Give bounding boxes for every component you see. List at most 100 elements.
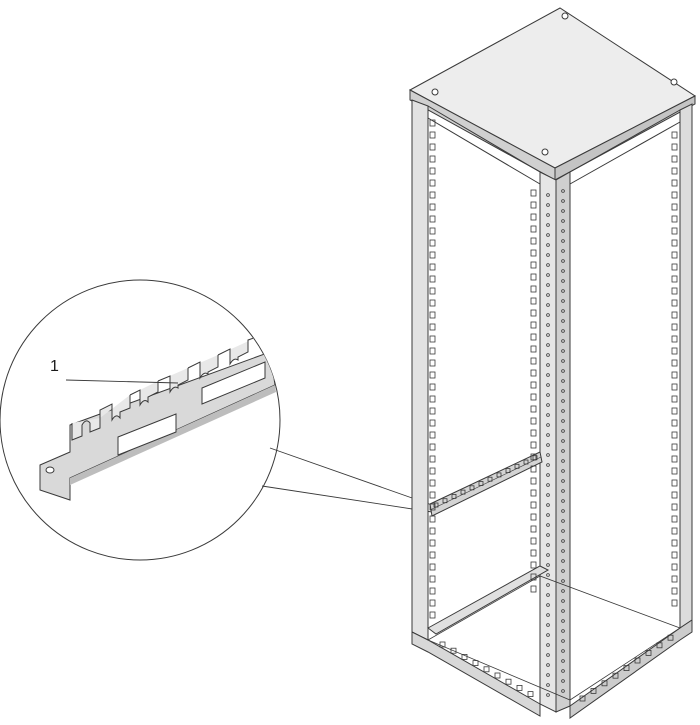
front-upright-hole [546,473,550,477]
front-upright-hole [561,619,565,623]
inner-front-slot [530,357,537,365]
inner-front-slot [530,237,537,245]
front-upright-hole [561,389,565,393]
rear-left-slot [429,323,436,331]
bottom-rail-tooth [483,666,490,673]
rear-left-slot [429,131,436,139]
inner-front-slot [530,489,537,497]
rear-right-slot [671,131,678,139]
front-upright-hole [561,429,565,433]
rear-left-slot [429,143,436,151]
rear-left-slot [429,275,436,283]
inner-front-slot [530,213,537,221]
rear-left-slot [429,479,436,487]
installed-strip-tooth [433,502,439,508]
front-upright-hole [561,459,565,463]
front-upright-hole [546,223,550,227]
inner-front-slot [530,345,537,353]
inner-front-slot [530,429,537,437]
front-upright-hole [546,623,550,627]
rear-right-slot [671,503,678,511]
front-upright-hole [546,543,550,547]
rear-left-slot [429,167,436,175]
inner-front-slot [530,513,537,521]
rear-left-slot [429,335,436,343]
front-upright-hole [546,343,550,347]
upright-hole-pattern [429,119,678,702]
rear-right-upright [679,103,693,629]
front-upright-hole [561,279,565,283]
rear-left-slot [429,359,436,367]
rear-left-slot [429,587,436,595]
front-upright-hole [546,203,550,207]
rear-right-slot [671,323,678,331]
inner-front-slot [530,381,537,389]
front-upright-hole [561,559,565,563]
front-upright-hole [546,293,550,297]
front-upright-hole [546,353,550,357]
rear-left-slot [429,563,436,571]
front-upright-hole [561,349,565,353]
front-upright-hole [546,493,550,497]
front-upright-hole [561,409,565,413]
rear-right-slot [671,467,678,475]
rear-left-slot [429,203,436,211]
front-upright-hole [546,213,550,217]
rear-left-slot [429,299,436,307]
inner-front-slot [530,225,537,233]
rear-right-slot [671,359,678,367]
front-upright-hole [561,329,565,333]
leader-line [65,379,179,384]
front-upright-hole [546,333,550,337]
front-upright-hole [561,609,565,613]
front-upright-hole [546,523,550,527]
front-upright-hole [546,533,550,537]
roof-panel [408,7,696,169]
inner-front-slot [530,561,537,569]
rear-right-slot [671,275,678,283]
rear-left-slot [429,119,436,127]
rear-left-slot [429,227,436,235]
front-upright-hole [561,579,565,583]
inner-front-slot [530,525,537,533]
front-upright-hole [561,419,565,423]
rear-left-slot [429,515,436,523]
rear-right-slot [671,203,678,211]
roof-screws [431,12,678,156]
rear-right-slot [671,191,678,199]
front-upright-hole [546,653,550,657]
bottom-rail-tooth [472,660,479,666]
bottom-rail-tooth [656,642,663,649]
rear-right-slot [671,335,678,343]
front-upright-hole [546,563,550,567]
front-upright-hole [561,479,565,483]
front-upright-hole [561,599,565,603]
front-upright-hole [561,399,565,403]
installed-strip-tooth [442,498,448,504]
rear-right-slot [671,491,678,499]
bottom-rail-tooth [601,680,608,687]
rear-right-slot [671,251,678,259]
front-upright-hole [546,233,550,237]
rear-right-slot [671,383,678,391]
bottom-rail-tooth [461,654,468,660]
bottom-rail-tooth [527,691,534,697]
inner-front-slot [530,417,537,425]
front-upright-hole [546,693,550,697]
rear-right-slot [671,455,678,463]
bottom-rail-tooth [579,695,586,702]
front-upright-hole [561,499,565,503]
installed-strip-tooth [523,459,529,465]
front-upright-hole [561,569,565,573]
rear-left-slot [429,215,436,223]
rear-right-slot [671,263,678,271]
rear-right-slot [671,179,678,187]
installed-strip-tooth [514,463,520,469]
bottom-rail-tooth [634,657,641,664]
rear-right-slot [671,155,678,163]
bottom-rail-tooth [494,672,501,679]
inner-front-slot [530,285,537,293]
rack-cabinet [408,7,696,719]
